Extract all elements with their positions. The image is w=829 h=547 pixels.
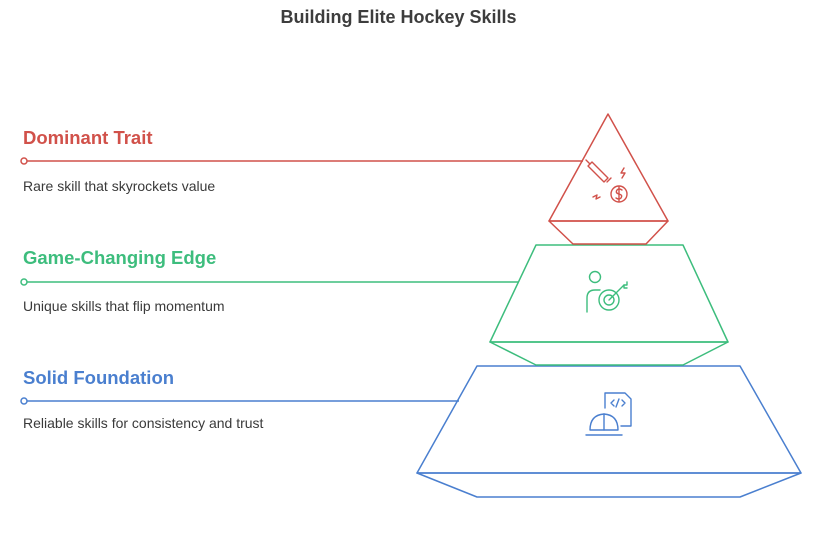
level-3-description: Reliable skills for consistency and trus…: [23, 415, 264, 431]
level-1-connector: [20, 157, 583, 165]
person-target-icon: [586, 270, 628, 313]
pyramid-tier-3: [416, 365, 802, 498]
pyramid-tier-1: [548, 113, 669, 245]
pyramid-tier-2: [489, 244, 729, 366]
level-2-heading: Game-Changing Edge: [23, 247, 217, 268]
bat-and-coin-icon: [585, 159, 628, 203]
level-1-heading: Dominant Trait: [23, 127, 153, 148]
hardhat-code-icon: [585, 392, 632, 436]
level-2-connector: [20, 278, 518, 286]
level-3-heading: Solid Foundation: [23, 367, 175, 388]
level-2-description: Unique skills that flip momentum: [23, 298, 225, 314]
level-1-description: Rare skill that skyrockets value: [23, 178, 216, 194]
diagram-title: Building Elite Hockey Skills: [280, 7, 517, 27]
level-3-connector: [20, 397, 459, 405]
